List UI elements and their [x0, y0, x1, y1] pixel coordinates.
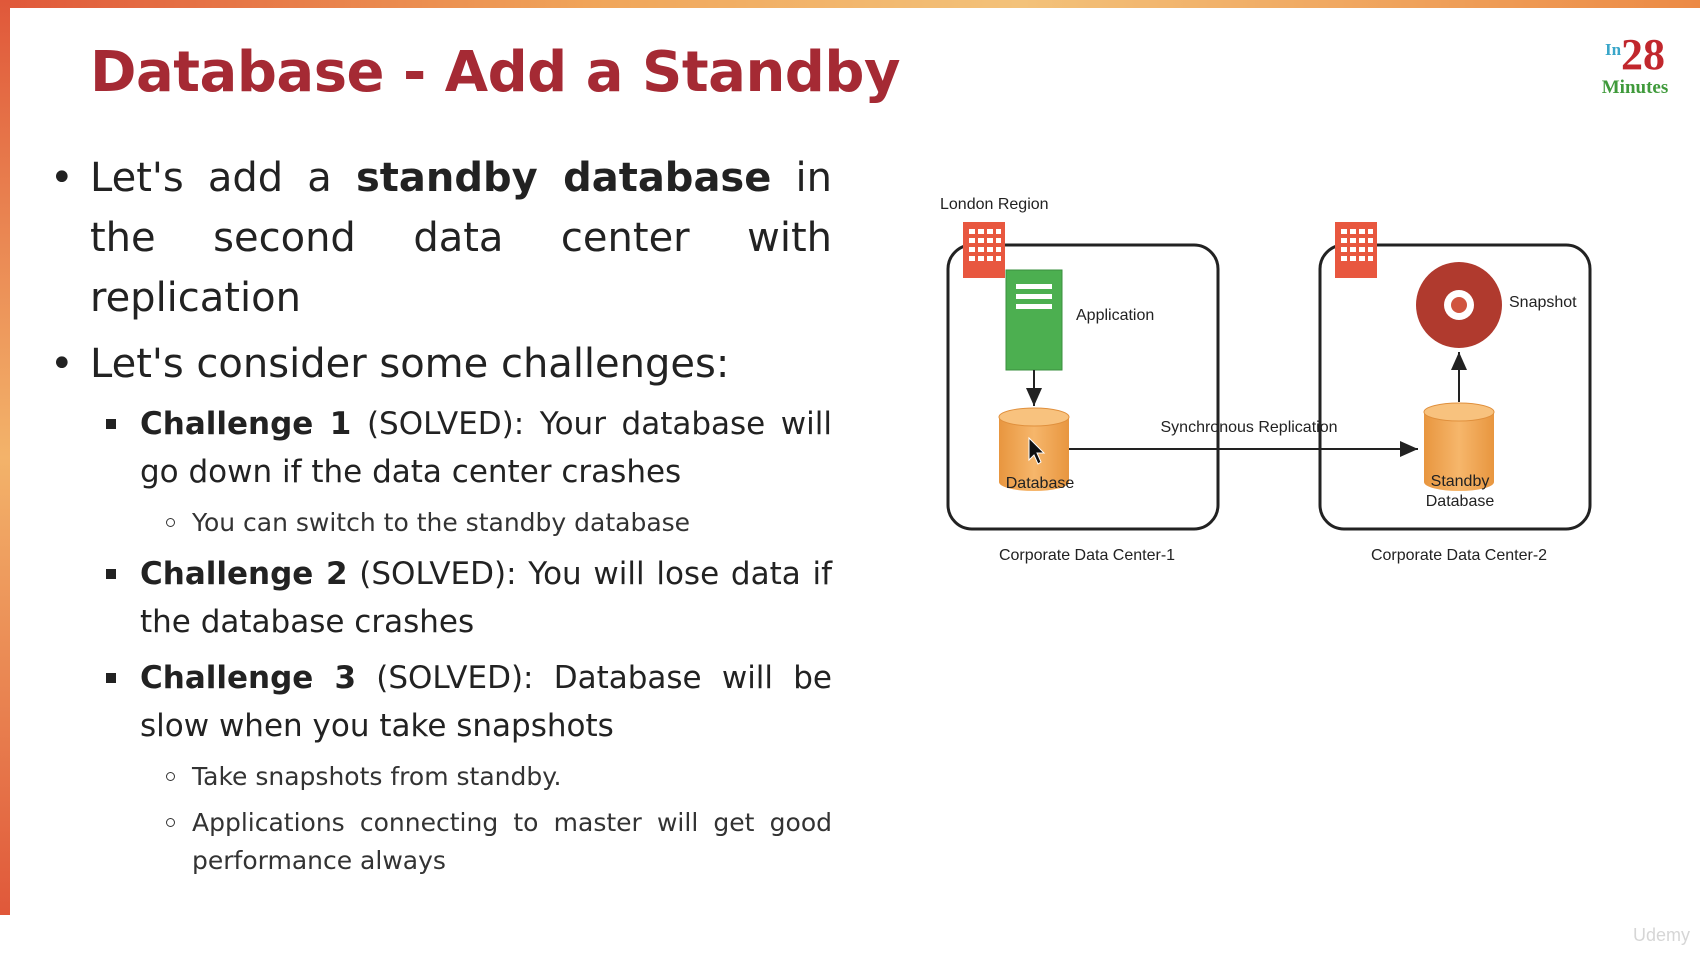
bullet-challenges: Let's consider some challenges: [50, 334, 832, 394]
challenge-title: Challenge 3 [140, 660, 357, 696]
architecture-diagram: London Region Application [930, 180, 1630, 600]
in28minutes-logo: In28 Minutes [1590, 32, 1680, 102]
challenge-1-sub: You can switch to the standby database [166, 504, 832, 542]
bullet-text: Let's add a [90, 155, 356, 201]
application-label: Application [1076, 307, 1154, 324]
circle-bullet-icon [166, 818, 175, 827]
square-bullet-icon [106, 569, 116, 579]
left-accent-bar [0, 0, 10, 915]
square-bullet-icon [106, 673, 116, 683]
building-icon [1335, 222, 1377, 278]
udemy-watermark: Udemy [1632, 925, 1690, 945]
logo-number: 28 [1621, 30, 1666, 79]
data-center-1-box [946, 243, 1220, 531]
sub-bullet-text: Applications connecting to master will g… [192, 808, 832, 875]
slide-title: Database - Add a Standby [90, 40, 900, 105]
challenge-text: (SOLVED): Database will be slow when you… [140, 660, 832, 744]
challenge-3: Challenge 3 (SOLVED): Database will be s… [106, 654, 832, 750]
challenge-title: Challenge 1 [140, 406, 352, 442]
standby-database-label-line1: Standby [1431, 473, 1490, 490]
bullet-add-standby: Let's add a standby database in the seco… [50, 148, 832, 328]
logo-suffix: Minutes [1601, 77, 1669, 98]
standby-database-label-line2: Database [1426, 493, 1495, 510]
mouse-cursor-icon [1028, 436, 1046, 465]
sub-bullet-text: You can switch to the standby database [192, 508, 691, 537]
top-accent-bar [0, 0, 1700, 8]
challenge-text: (SOLVED): You will lose data if the data… [140, 556, 832, 640]
snapshot-icon [1416, 262, 1502, 348]
database-label: Database [1006, 475, 1075, 492]
challenge-text: (SOLVED): Your database will go down if … [140, 406, 833, 490]
data-center-2-label: Corporate Data Center-2 [1371, 547, 1547, 564]
replication-label: Synchronous Replication [1161, 419, 1338, 436]
bullet-text: in the second data center with replicati… [90, 155, 832, 321]
challenge-title: Challenge 2 [140, 556, 348, 592]
challenge-1: Challenge 1 (SOLVED): Your database will… [106, 400, 833, 496]
challenge-3-sub-1: Take snapshots from standby. [166, 758, 832, 796]
sub-bullet-text: Take snapshots from standby. [192, 762, 562, 791]
challenge-3-sub-2: Applications connecting to master will g… [166, 804, 832, 880]
circle-bullet-icon [166, 772, 175, 781]
region-label: London Region [940, 196, 1049, 213]
challenge-2: Challenge 2 (SOLVED): You will lose data… [106, 550, 832, 646]
application-server-icon [1005, 269, 1063, 371]
square-bullet-icon [106, 419, 116, 429]
building-icon [963, 222, 1005, 278]
data-center-1-label: Corporate Data Center-1 [999, 547, 1175, 564]
bullet-bold-text: standby database [355, 155, 772, 201]
bullet-list: Let's add a standby database in the seco… [50, 148, 832, 888]
data-center-2-box [1318, 243, 1592, 531]
snapshot-label: Snapshot [1509, 294, 1577, 311]
circle-bullet-icon [166, 518, 175, 527]
standby-database-icon [1423, 402, 1495, 491]
logo-prefix: In [1604, 40, 1622, 59]
